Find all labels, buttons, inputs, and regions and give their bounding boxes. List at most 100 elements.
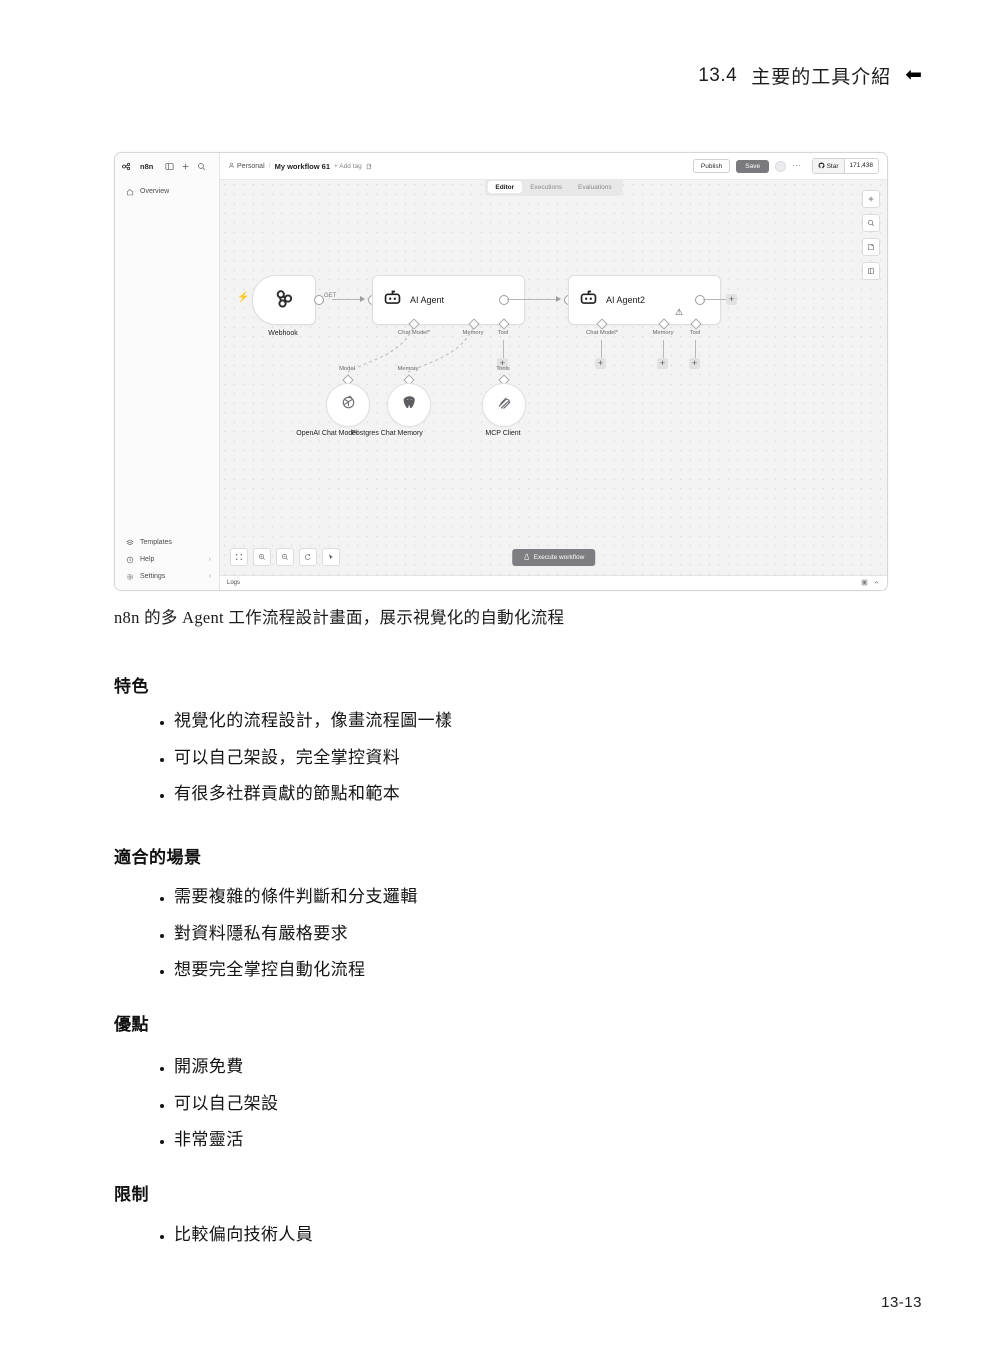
project-label: Personal <box>237 162 265 170</box>
active-toggle[interactable] <box>775 160 787 172</box>
webhook-output-port[interactable] <box>314 295 324 305</box>
left-arrow-icon: ⬅ <box>905 63 922 86</box>
breadcrumb-project[interactable]: Personal <box>228 162 265 171</box>
chevron-right-icon: › <box>208 556 211 563</box>
add-tool-button-agent1[interactable]: + <box>497 358 508 369</box>
templates-icon <box>124 537 135 548</box>
sidebar-item-templates[interactable]: Templates <box>115 534 219 551</box>
port-label-tool: Tool <box>689 330 701 336</box>
sticky-note-icon[interactable] <box>862 238 880 256</box>
add-tag-button[interactable]: + Add tag <box>334 162 362 170</box>
heading-pros: 優點 <box>114 1015 149 1034</box>
topbar-actions: Publish Save ··· Star 171,438 <box>692 158 879 174</box>
list-scenarios: 需要複雜的條件判斷和分支邏輯 對資料隱私有嚴格要求 想要完全掌控自動化流程 <box>152 882 418 992</box>
list-item: 比較偏向技術人員 <box>174 1220 313 1245</box>
node-label-postgres: Postgres Chat Memory <box>351 430 423 437</box>
reset-zoom-icon[interactable] <box>299 548 317 566</box>
workflow-canvas[interactable]: ⚡ Webhook GET <box>220 180 887 575</box>
zoom-out-icon[interactable] <box>276 548 294 566</box>
add-node-button[interactable]: + <box>726 294 737 305</box>
list-item: 有很多社群貢獻的節點和範本 <box>174 779 452 804</box>
port-stub-line <box>695 340 696 360</box>
sidebar-item-help[interactable]: Help › <box>115 551 219 568</box>
connection-arrow <box>556 296 561 302</box>
heading-features: 特色 <box>114 677 149 696</box>
panel-toggle-icon[interactable] <box>164 161 175 172</box>
execute-workflow-button[interactable]: Execute workflow <box>511 549 596 566</box>
star-count: 171,438 <box>844 159 878 173</box>
node-mcp-client[interactable] <box>482 383 526 427</box>
zoom-in-icon[interactable] <box>253 548 271 566</box>
logs-actions <box>861 579 880 588</box>
side-panel-icon[interactable] <box>862 262 880 280</box>
connection-wire <box>332 299 363 300</box>
search-icon[interactable] <box>862 214 880 232</box>
github-icon <box>818 162 825 171</box>
logs-bar[interactable]: Logs <box>220 575 887 590</box>
node-label-mcp: MCP Client <box>485 430 521 437</box>
pointer-icon[interactable] <box>322 548 340 566</box>
list-item: 視覺化的流程設計，像畫流程圖一樣 <box>174 706 452 731</box>
publish-button[interactable]: Publish <box>692 159 731 173</box>
sidebar-item-overview[interactable]: Overview <box>115 183 219 200</box>
tab-evaluations[interactable]: Evaluations <box>577 183 612 191</box>
page-header: 13.4 主要的工具介紹 ⬅ <box>698 62 922 89</box>
subnode-connectors <box>347 327 474 373</box>
connection-wire <box>703 299 727 300</box>
list-item: 可以自己架設，完全掌控資料 <box>174 743 452 768</box>
more-options-icon[interactable]: ··· <box>792 161 802 170</box>
sidebar-item-label: Help <box>140 556 155 563</box>
port-label-memory: Memory <box>652 330 674 336</box>
agent1-output-port[interactable] <box>499 295 509 305</box>
share-icon[interactable] <box>366 163 373 170</box>
node-ai-agent[interactable]: AI Agent <box>372 275 525 325</box>
agent2-output-port[interactable] <box>695 295 705 305</box>
n8n-logo-icon: n8n <box>122 162 153 171</box>
add-chat-model-button[interactable]: + <box>595 358 606 369</box>
section-number: 13.4 <box>698 64 738 86</box>
fit-view-icon[interactable] <box>230 548 248 566</box>
node-label-webhook: Webhook <box>268 330 298 337</box>
list-features: 視覺化的流程設計，像畫流程圖一樣 可以自己架設，完全掌控資料 有很多社群貢獻的節… <box>152 706 452 816</box>
node-openai-chat-model[interactable] <box>326 383 370 427</box>
star-label: Star <box>826 162 839 170</box>
sidebar-item-settings[interactable]: Settings › <box>115 568 219 585</box>
mcp-icon <box>495 393 514 417</box>
logs-panel-icon[interactable] <box>861 579 868 588</box>
tab-executions[interactable]: Executions <box>530 183 562 191</box>
breadcrumb: Personal / My workflow 61 + Add tag <box>228 162 373 171</box>
search-icon[interactable] <box>196 161 207 172</box>
workflow-name[interactable]: My workflow 61 <box>274 161 331 171</box>
github-star-widget[interactable]: Star 171,438 <box>811 158 879 174</box>
canvas-bottom-tools <box>230 548 340 566</box>
plus-icon[interactable] <box>180 161 191 172</box>
save-button[interactable]: Save <box>736 159 770 173</box>
logs-label: Logs <box>227 580 241 586</box>
node-title-ai-agent: AI Agent <box>410 295 445 305</box>
heading-scenarios: 適合的場景 <box>114 848 202 867</box>
sidebar-header: n8n <box>115 153 219 179</box>
webhook-icon <box>273 287 295 314</box>
plus-icon[interactable] <box>862 190 880 208</box>
trigger-bolt-icon: ⚡ <box>237 292 250 303</box>
connector-label-model: Model <box>339 366 355 372</box>
list-item: 開源免費 <box>174 1052 278 1077</box>
star-button[interactable]: Star <box>812 159 845 173</box>
sidebar-spacer <box>115 200 219 534</box>
chevron-up-icon[interactable] <box>873 579 880 588</box>
sidebar-item-label: Templates <box>140 539 172 546</box>
connection-wire <box>507 299 557 300</box>
add-memory-button[interactable]: + <box>657 358 668 369</box>
node-postgres-chat-memory[interactable] <box>387 383 431 427</box>
robot-icon <box>383 288 402 312</box>
add-tool-button[interactable]: + <box>689 358 700 369</box>
node-webhook[interactable] <box>252 275 316 325</box>
heading-limits: 限制 <box>114 1185 149 1204</box>
sidebar-item-label: Settings <box>140 573 166 580</box>
tab-editor[interactable]: Editor <box>487 181 523 193</box>
flask-icon <box>523 553 530 562</box>
execute-label: Execute workflow <box>533 554 585 561</box>
home-icon <box>124 186 135 197</box>
warning-triangle-icon[interactable]: ⚠ <box>675 307 684 317</box>
sidebar-bottom-nav: Templates Help › Settings › <box>115 534 219 590</box>
